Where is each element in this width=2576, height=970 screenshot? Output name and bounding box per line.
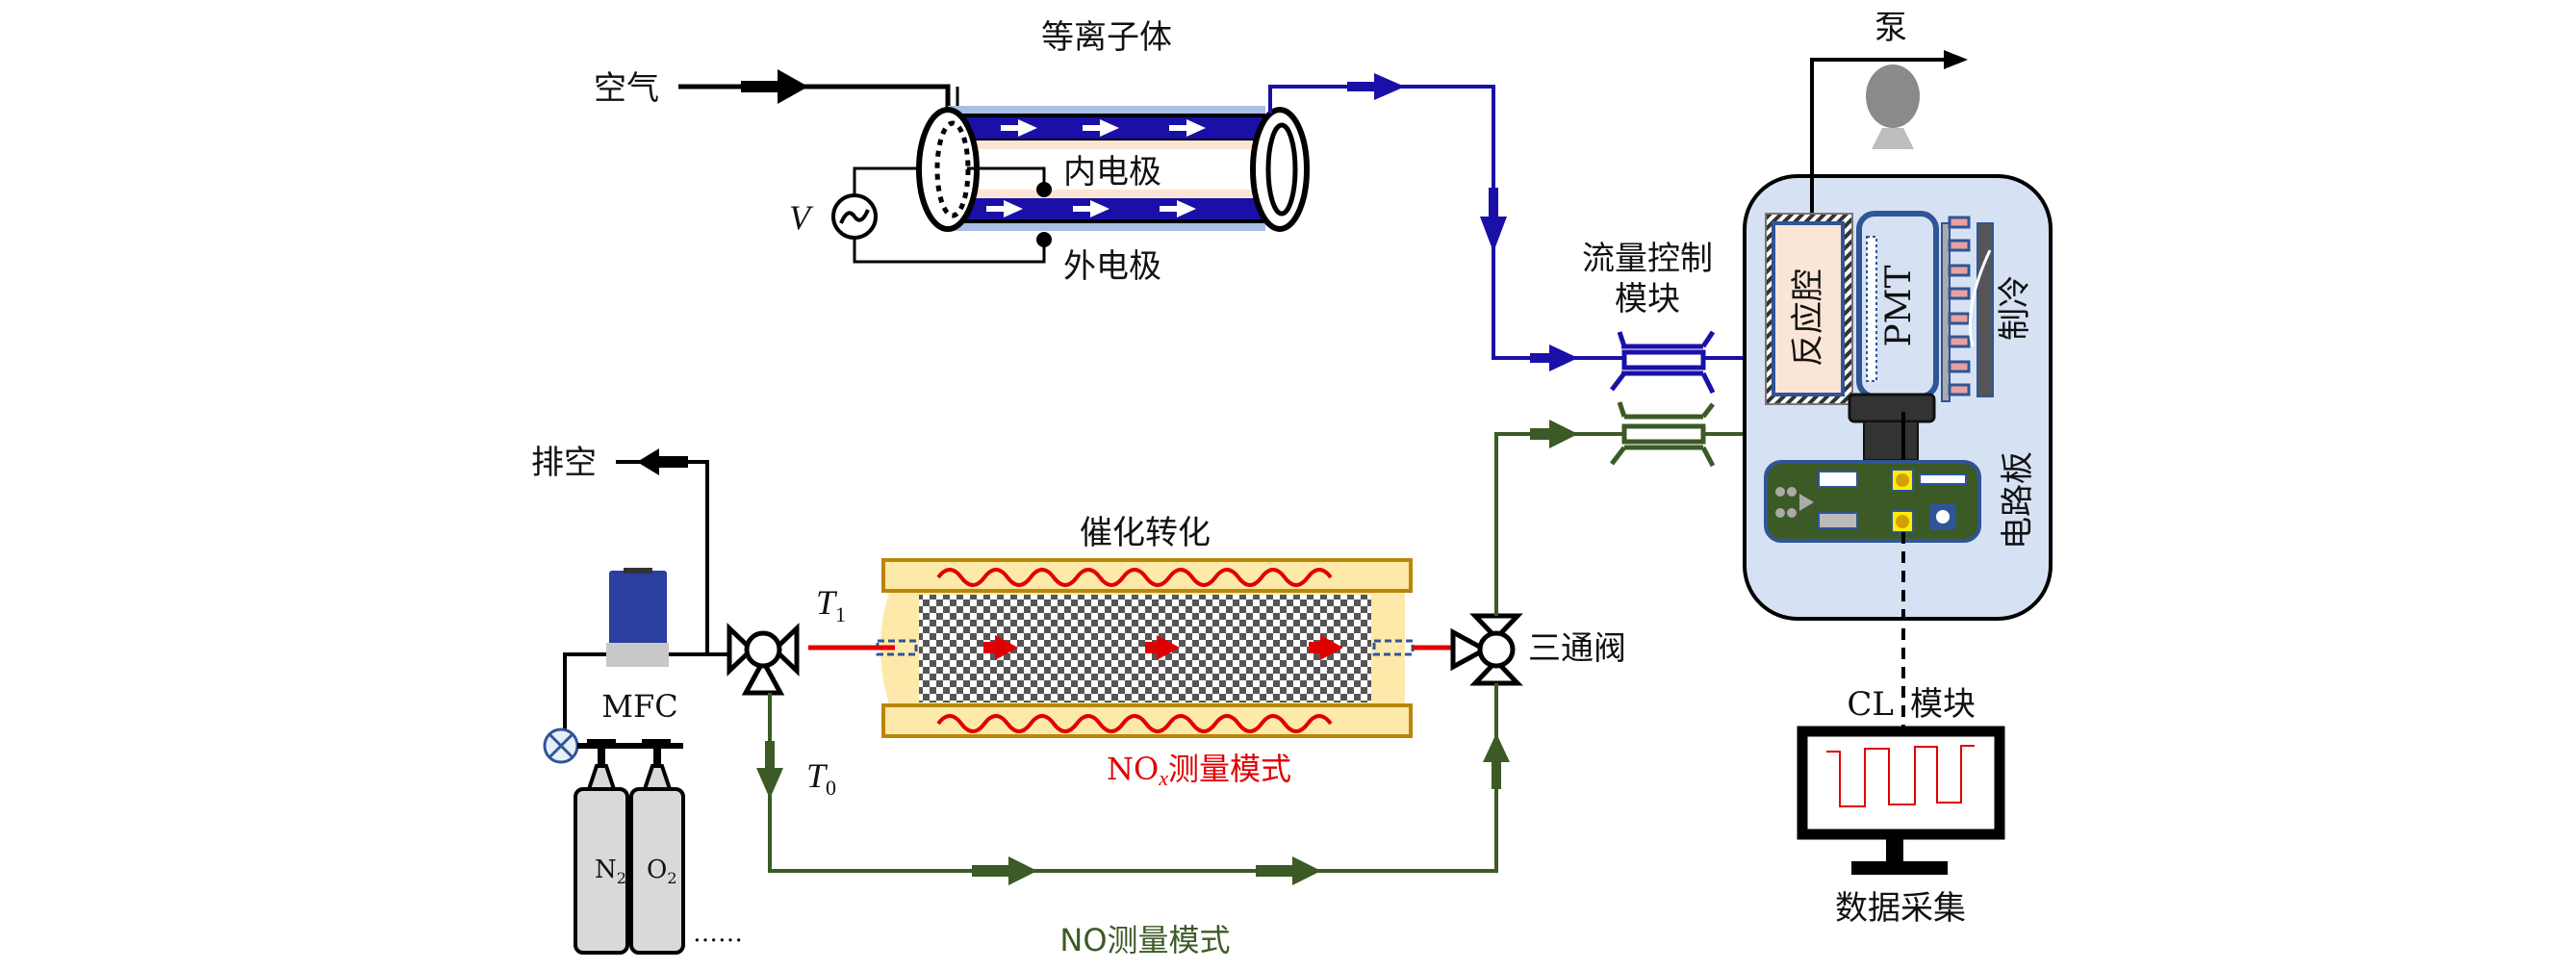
cl-module-box: 泵 反应腔 PMT	[1743, 9, 2053, 727]
vent-arrow-icon	[637, 448, 659, 475]
mfc-label: MFC	[601, 688, 677, 725]
ozone-flow-controller-icon	[1610, 330, 1771, 395]
cl-module-label-suffix: 模块	[1910, 685, 1976, 724]
flow-control-label-line2: 模块	[1615, 280, 1680, 319]
voltage-label: V	[789, 198, 814, 237]
vent-label: 排空	[531, 444, 597, 482]
circuit-board-label: 电路板	[1999, 451, 2037, 549]
electrode-wiring	[853, 166, 1046, 264]
data-acquisition-label: 数据采集	[1835, 889, 1966, 928]
n2-label: N2	[595, 855, 626, 887]
pump-label: 泵	[1875, 9, 1907, 47]
o2-label: O2	[647, 855, 677, 887]
cooling-unit: 制冷	[1941, 216, 2034, 402]
no-mode-line	[756, 420, 1626, 885]
mass-flow-controller-icon	[606, 568, 669, 667]
circuit-board	[1764, 460, 1981, 543]
heater-wave-top	[936, 568, 1333, 587]
no-up-arrow-icon	[1483, 733, 1510, 762]
reaction-chamber-label: 反应腔	[1789, 268, 1827, 367]
heater-wave-bottom	[936, 714, 1333, 733]
cl-module-label-prefix: CL	[1847, 685, 1894, 724]
no-flow-arrow-1-icon	[1008, 856, 1037, 885]
pmt-connector	[1848, 393, 1936, 473]
exhaust-line	[1810, 50, 1968, 223]
air-inlet-line	[678, 69, 959, 114]
data-acquisition: CL 模块 数据采集	[1797, 685, 2005, 928]
cooling-label: 制冷	[1996, 275, 2034, 341]
air-label: 空气	[594, 69, 659, 108]
vent-line	[616, 448, 709, 654]
no-down-arrow-icon	[756, 768, 783, 799]
no-flow-controller-icon	[1610, 380, 1765, 468]
reaction-chamber: 反应腔	[1765, 213, 1853, 405]
outer-electrode-label: 外电极	[1063, 247, 1161, 286]
no-in-arrow-icon	[1549, 420, 1578, 448]
exhaust-arrow-icon	[1944, 50, 1968, 69]
plasma-section: 等离子体 空气	[594, 18, 1626, 371]
gas-supply: 排空 MFC	[531, 444, 743, 955]
catalyst-flow-arrows	[983, 635, 1343, 660]
inner-electrode-label: 内电极	[1063, 153, 1161, 191]
plasma-flow-arrows	[986, 119, 1206, 217]
t1-label: T1	[816, 583, 846, 626]
ozone-line	[1268, 73, 1626, 371]
inner-electrode-terminal	[1036, 182, 1052, 197]
more-gases-ellipsis: ……	[693, 919, 743, 948]
flow-control-module: 流量控制 模块	[1582, 240, 1771, 468]
ozone-down-arrow-icon	[1480, 217, 1507, 252]
air-flow-arrow-icon	[778, 69, 808, 104]
plasma-label: 等离子体	[1041, 18, 1172, 57]
ac-voltage-source-icon	[831, 193, 878, 240]
catalytic-converter: 催化转化	[808, 514, 1467, 738]
mfc-inlet-line	[563, 652, 606, 746]
three-way-valve-icon[interactable]	[727, 623, 800, 696]
ozone-in-arrow-icon	[1549, 345, 1578, 371]
gas-cylinder-icon	[574, 764, 685, 955]
t0-label: T0	[806, 756, 836, 800]
three-way-valve-label: 三通阀	[1528, 629, 1626, 668]
flow-control-label-line1: 流量控制	[1582, 240, 1713, 278]
catalytic-conversion-label: 催化转化	[1080, 514, 1211, 552]
pump-icon	[1866, 64, 1920, 149]
needle-valve-icon	[543, 728, 579, 764]
pmt-label: PMT	[1879, 265, 1919, 346]
outer-electrode-terminal	[1036, 232, 1052, 247]
regulator-manifold	[577, 739, 683, 768]
nox-mode-label: NOx测量模式	[1107, 751, 1291, 790]
three-way-valve-right-icon[interactable]	[1450, 613, 1523, 686]
pmt: PMT	[1856, 211, 1939, 399]
ozone-flow-arrow-icon	[1374, 73, 1405, 100]
no-mode-label: NO测量模式	[1059, 922, 1230, 958]
monitor-icon	[1797, 726, 2005, 875]
no-flow-arrow-2-icon	[1292, 856, 1321, 885]
